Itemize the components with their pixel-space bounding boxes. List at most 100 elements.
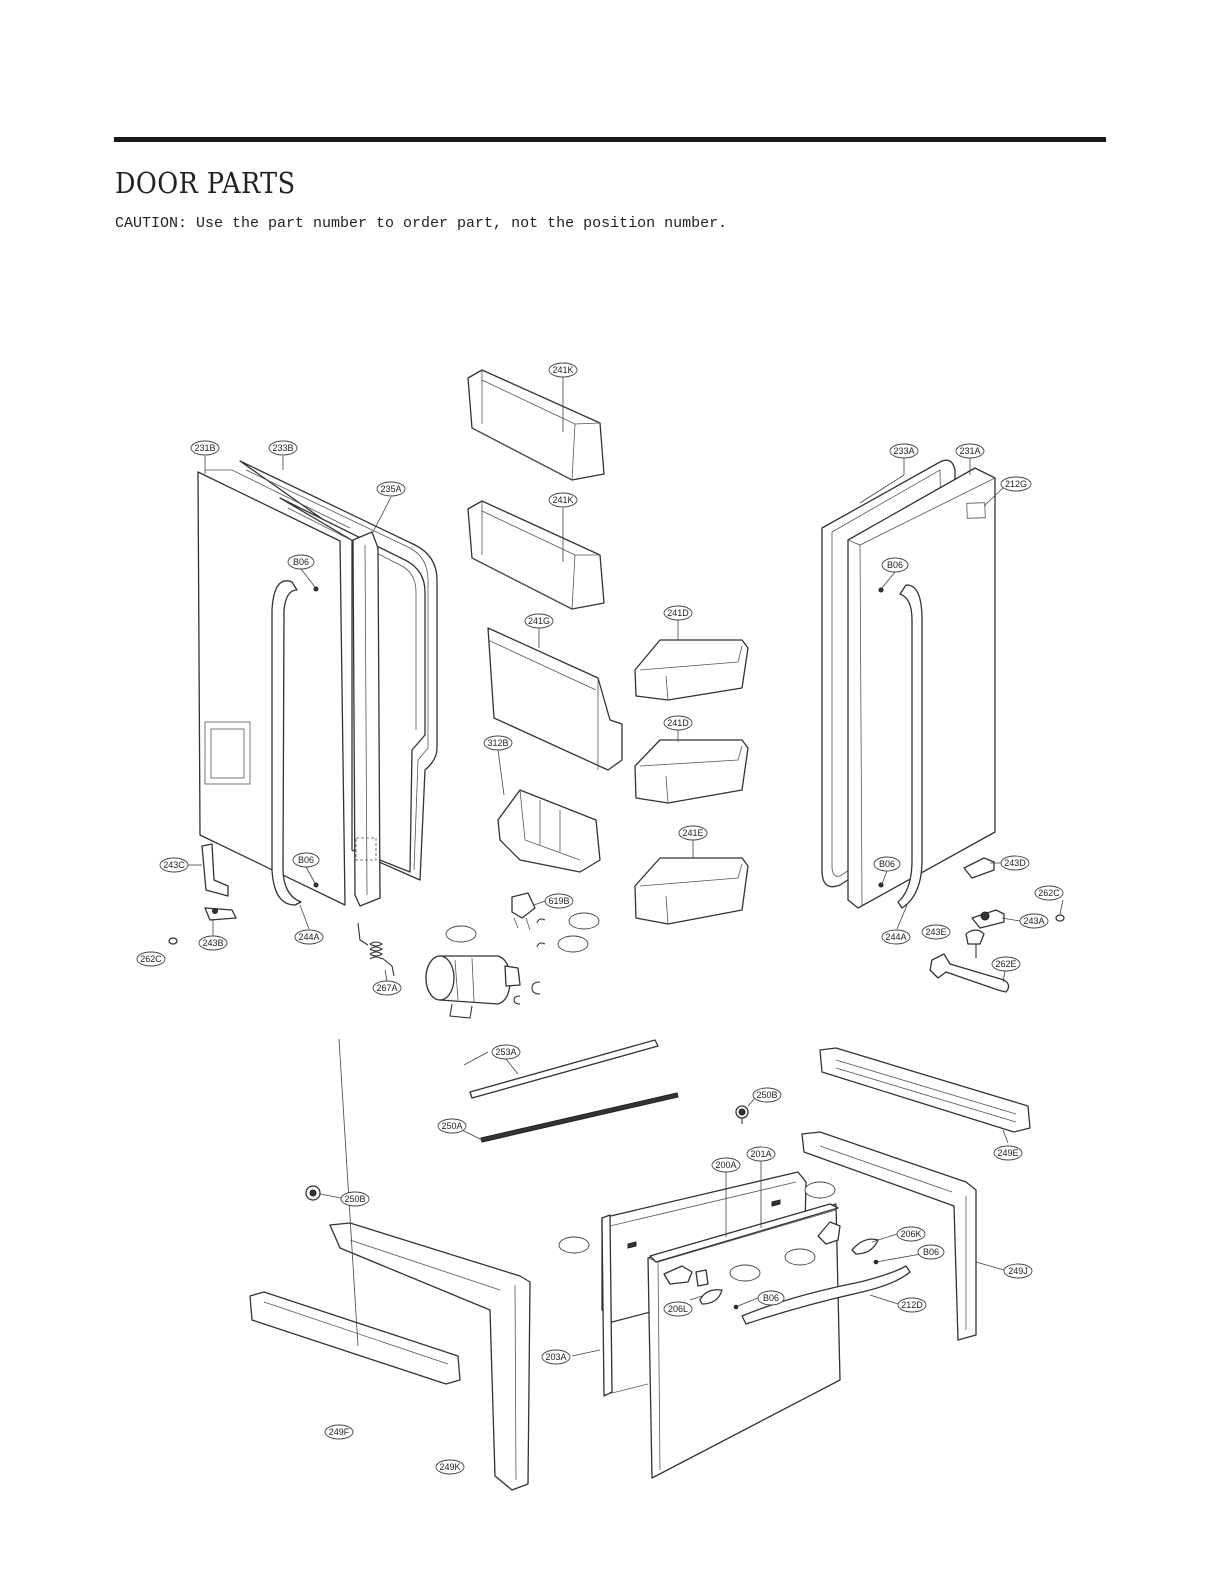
callout-blank-7	[729, 1264, 761, 1282]
bracket-249k	[329, 1222, 531, 1491]
svg-text:253A: 253A	[495, 1047, 516, 1057]
svg-text:B06: B06	[763, 1293, 779, 1303]
svg-text:312B: 312B	[487, 738, 508, 748]
callout-212d: 212D	[897, 1297, 927, 1313]
callout-231b: 231B	[190, 440, 220, 456]
svg-text:267A: 267A	[376, 983, 397, 993]
svg-text:203A: 203A	[545, 1352, 566, 1362]
hinge-243b	[204, 907, 237, 921]
svg-text:B06: B06	[923, 1247, 939, 1257]
callout-262e: 262E	[991, 956, 1021, 972]
callout-243e: 243E	[921, 924, 951, 940]
slide-rail-249e	[819, 1047, 1031, 1133]
gear-250b-right	[735, 1105, 749, 1124]
svg-text:235A: 235A	[380, 484, 401, 494]
callout-233b: 233B	[268, 440, 298, 456]
callout-b06-drawer-right: B06	[917, 1244, 945, 1260]
callout-267a: 267A	[372, 980, 402, 996]
washer-262c-left	[168, 937, 178, 945]
callout-233a: 233A	[889, 443, 919, 459]
cover-241g	[487, 627, 623, 771]
callout-262c-left: 262C	[136, 951, 166, 967]
gasket-203a-frame	[601, 1214, 613, 1397]
callout-241e: 241E	[678, 825, 708, 841]
callout-241k-top: 241K	[548, 362, 578, 378]
rails	[249, 1039, 1031, 1491]
svg-text:244A: 244A	[298, 932, 319, 942]
svg-text:262E: 262E	[995, 959, 1016, 969]
callout-b06-drawer-left: B06	[757, 1290, 785, 1306]
svg-text:212G: 212G	[1005, 479, 1027, 489]
callout-241g: 241G	[524, 613, 554, 629]
callout-312b: 312B	[483, 735, 513, 751]
svg-text:206L: 206L	[668, 1304, 688, 1314]
svg-text:243C: 243C	[163, 860, 185, 870]
svg-text:250B: 250B	[344, 1194, 365, 1204]
right-door-assembly	[821, 459, 1065, 993]
callout-blank-6	[784, 1248, 816, 1266]
gear-250b-left	[305, 1185, 321, 1201]
svg-text:241D: 241D	[667, 718, 689, 728]
dispenser-parts	[425, 892, 546, 1019]
bracket-206-right	[817, 1221, 841, 1245]
callout-206l: 206L	[663, 1301, 693, 1317]
svg-text:249F: 249F	[329, 1427, 350, 1437]
svg-text:250B: 250B	[756, 1090, 777, 1100]
svg-text:212D: 212D	[901, 1300, 923, 1310]
liner-200a	[649, 1203, 839, 1263]
svg-text:241D: 241D	[667, 608, 689, 618]
motor-assembly	[425, 955, 521, 1019]
callout-blank-1	[568, 912, 600, 930]
handle-244a-right	[897, 584, 923, 909]
hinge-243d	[963, 857, 995, 879]
bin-241e	[634, 857, 749, 925]
callout-249k: 249K	[435, 1459, 465, 1475]
callout-241d-a: 241D	[663, 605, 693, 621]
svg-text:B06: B06	[298, 855, 314, 865]
svg-text:B06: B06	[887, 560, 903, 570]
callout-blank-4	[804, 1181, 836, 1199]
callout-244a-right: 244A	[881, 929, 911, 945]
handle-212d	[741, 1265, 911, 1325]
callout-blank-2	[557, 935, 589, 953]
svg-text:249J: 249J	[1008, 1266, 1028, 1276]
callout-203a: 203A	[541, 1349, 571, 1365]
svg-text:241K: 241K	[552, 495, 573, 505]
callout-243d: 243D	[1000, 855, 1030, 871]
callout-b06-left-top: B06	[287, 554, 315, 570]
callout-blank-5	[558, 1236, 590, 1254]
svg-text:200A: 200A	[715, 1160, 736, 1170]
callout-243b: 243B	[198, 935, 228, 951]
callout-243a: 243A	[1019, 913, 1049, 929]
left-door-assembly	[168, 460, 438, 977]
callout-231a: 231A	[955, 443, 985, 459]
callout-253a: 253A	[491, 1044, 521, 1060]
bracket-249j	[801, 1131, 977, 1341]
callout-206k: 206K	[896, 1226, 926, 1242]
drawer-assembly	[601, 1171, 911, 1479]
cam-243e	[965, 929, 985, 945]
callout-b06-right-bottom: B06	[873, 856, 901, 872]
header-rule	[114, 137, 1106, 142]
svg-text:262C: 262C	[140, 954, 162, 964]
callout-201a: 201A	[746, 1146, 776, 1162]
bracket-206-left	[663, 1265, 693, 1285]
svg-text:243D: 243D	[1004, 858, 1026, 868]
svg-text:B06: B06	[879, 859, 895, 869]
bin-241d-a	[634, 639, 749, 701]
callout-249j: 249J	[1003, 1263, 1033, 1279]
bin-241d-b	[634, 739, 749, 804]
svg-text:249K: 249K	[439, 1462, 460, 1472]
callout-235a: 235A	[376, 481, 406, 497]
housing-312b	[497, 789, 601, 873]
callout-250a: 250A	[437, 1118, 467, 1134]
washer-262c-right	[1055, 914, 1065, 922]
svg-text:B06: B06	[293, 557, 309, 567]
svg-text:206K: 206K	[900, 1229, 921, 1239]
callout-b06-right-top: B06	[881, 557, 909, 573]
caution-note: CAUTION: Use the part number to order pa…	[115, 215, 728, 232]
callout-250b-right: 250B	[752, 1087, 782, 1103]
callout-244a-left: 244A	[294, 929, 324, 945]
callout-619b: 619B	[544, 893, 574, 909]
